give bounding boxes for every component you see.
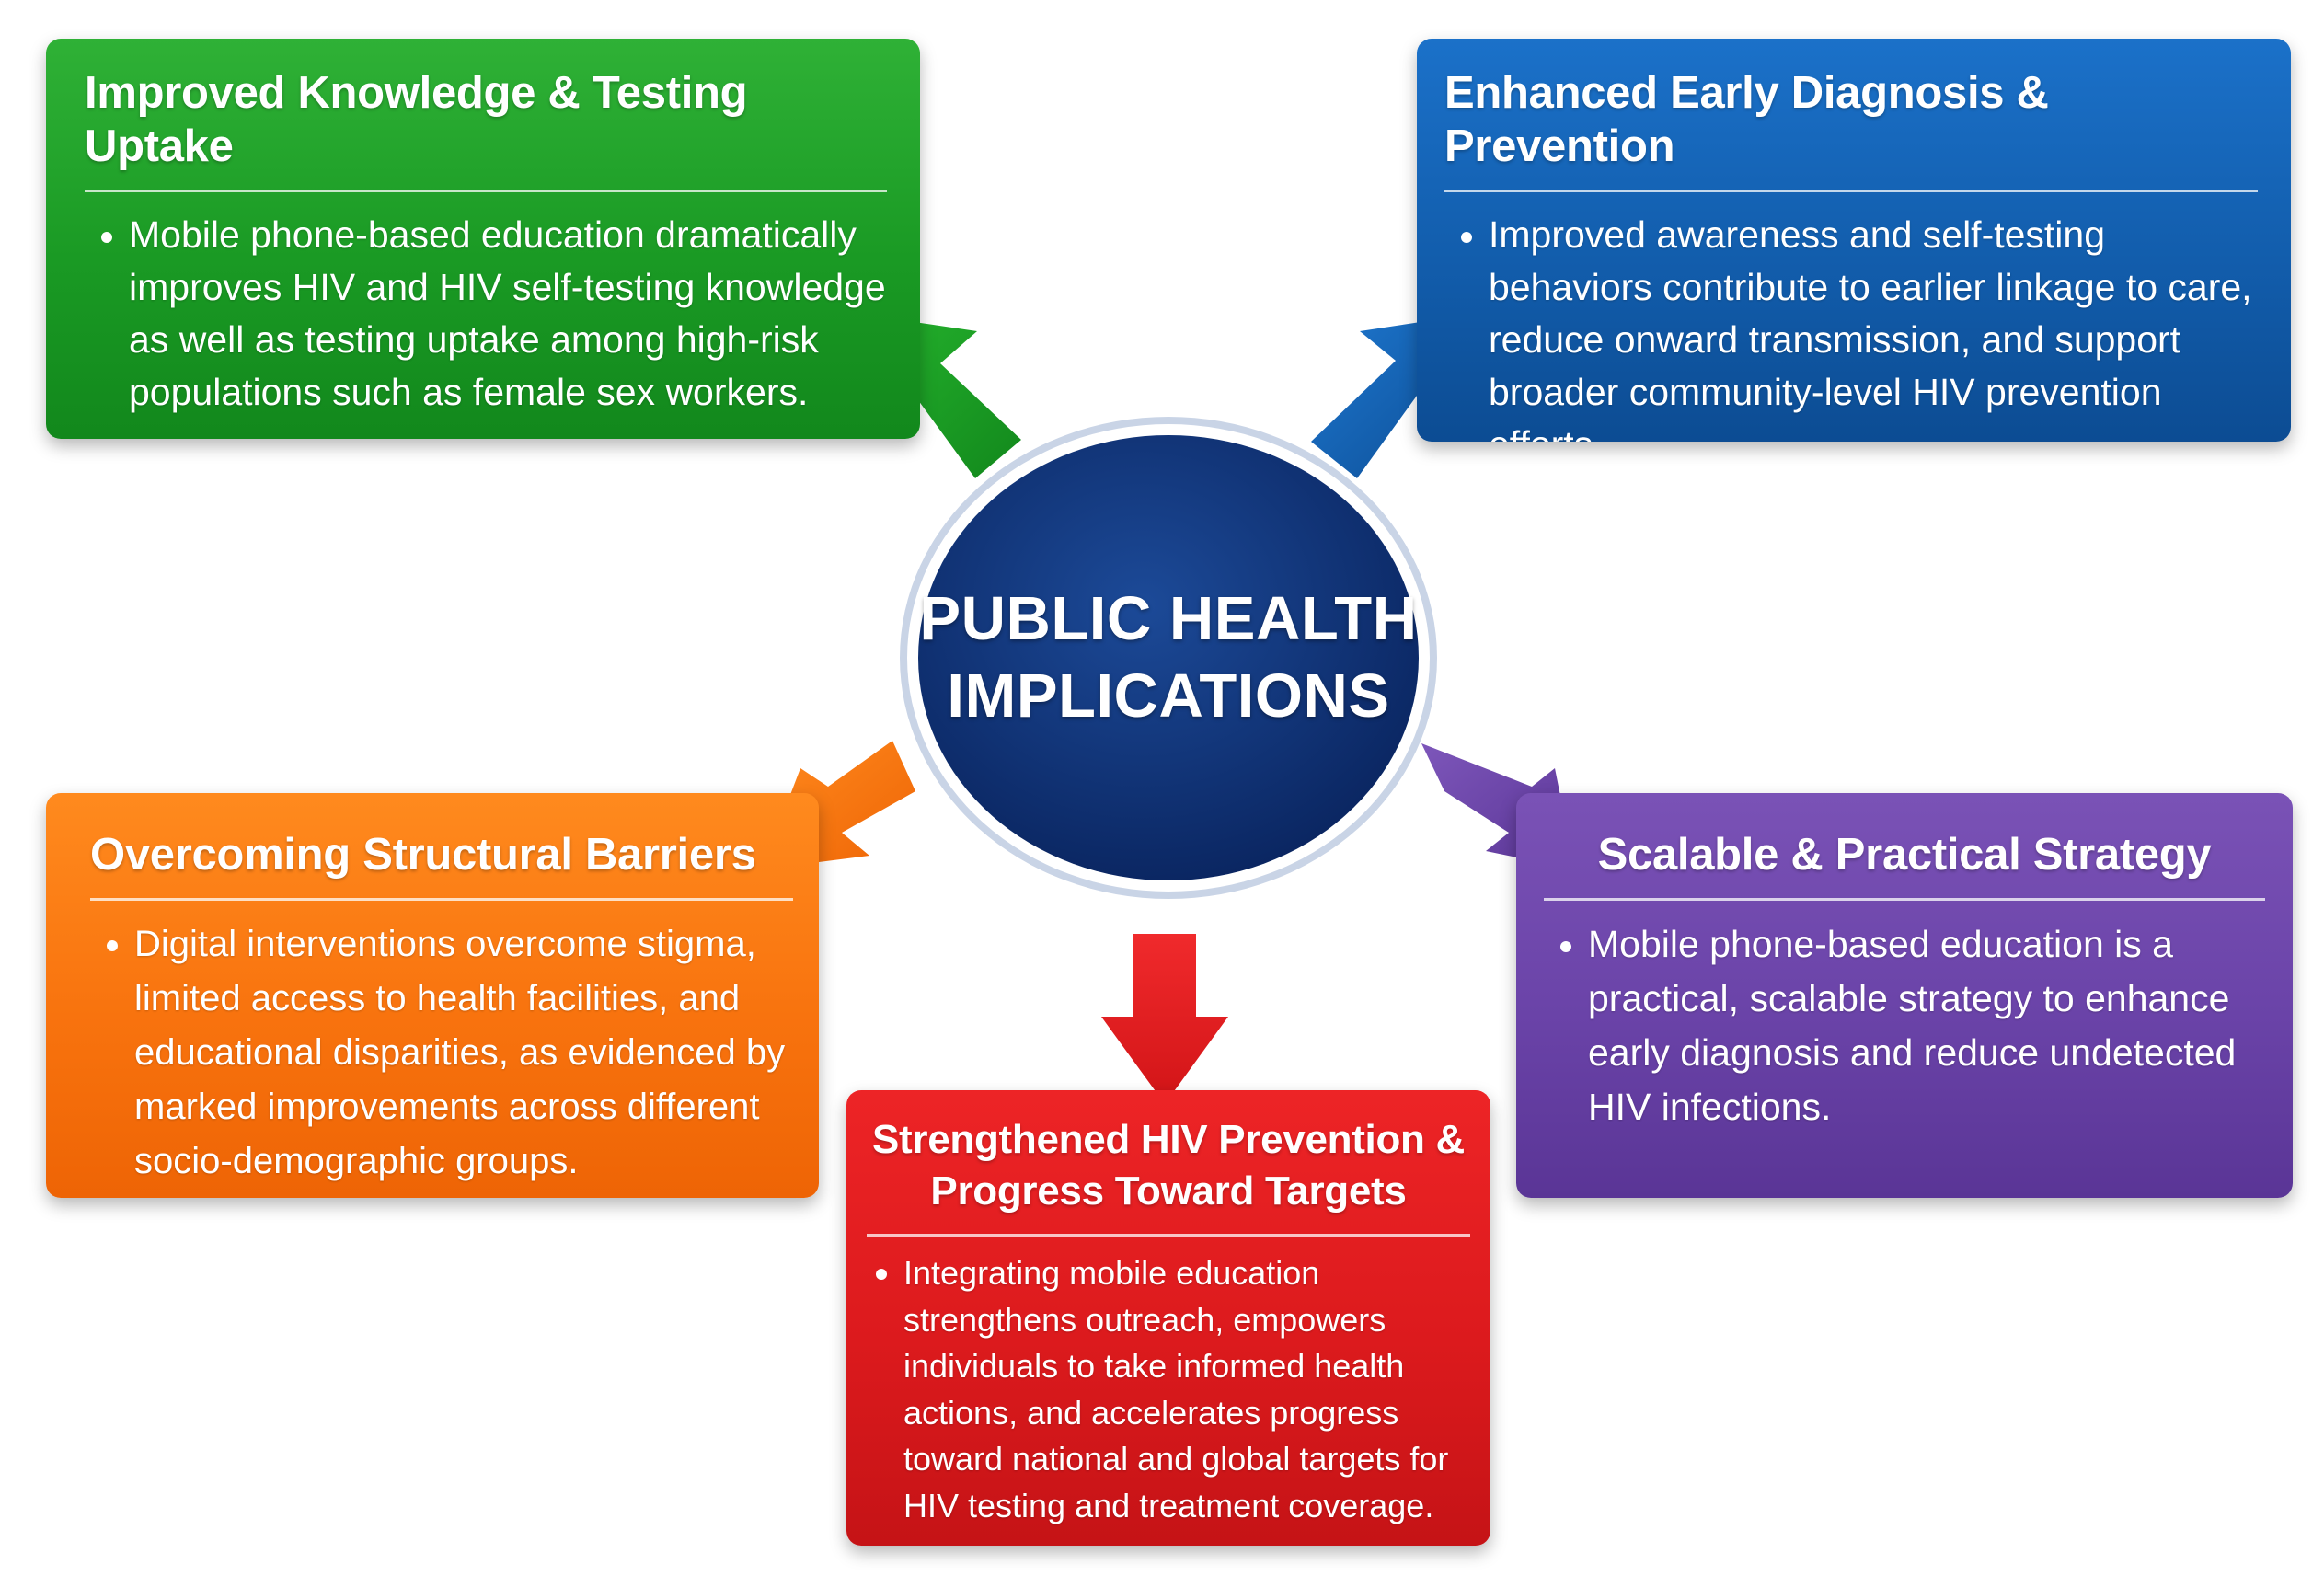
bullet-list: Improved awareness and self-testing beha… bbox=[1444, 209, 2258, 442]
bullet-item: Improved awareness and self-testing beha… bbox=[1489, 209, 2258, 442]
arrow-to-prevention bbox=[1101, 934, 1228, 1104]
card-title: Scalable & Practical Strategy bbox=[1544, 828, 2265, 901]
center-circle-shape bbox=[900, 417, 1437, 899]
bullet-list: Mobile phone-based education dramaticall… bbox=[85, 209, 887, 419]
card-hiv-prevention: Strengthened HIV Prevention & Progress T… bbox=[846, 1090, 1490, 1546]
card-title: Enhanced Early Diagnosis & Prevention bbox=[1444, 66, 2258, 192]
card-knowledge-testing: Improved Knowledge & Testing Uptake Mobi… bbox=[46, 39, 920, 439]
bullet-list: Integrating mobile education strengthens… bbox=[867, 1249, 1470, 1529]
card-title: Improved Knowledge & Testing Uptake bbox=[85, 66, 887, 192]
bullet-list: Digital interventions overcome stigma, l… bbox=[90, 917, 793, 1189]
center-title: PUBLIC HEALTH IMPLICATIONS bbox=[919, 584, 1418, 730]
bullet-list: Mobile phone-based education is a practi… bbox=[1544, 917, 2265, 1134]
card-title: Strengthened HIV Prevention & Progress T… bbox=[867, 1114, 1470, 1237]
card-title: Overcoming Structural Barriers bbox=[90, 828, 793, 901]
bullet-item: Digital interventions overcome stigma, l… bbox=[134, 917, 793, 1189]
bullet-item: Mobile phone-based education dramaticall… bbox=[129, 209, 887, 419]
card-structural-barriers: Overcoming Structural Barriers Digital i… bbox=[46, 793, 819, 1198]
bullet-item: Integrating mobile education strengthens… bbox=[903, 1249, 1470, 1529]
center-circle: PUBLIC HEALTH IMPLICATIONS bbox=[897, 414, 1440, 902]
card-scalable-strategy: Scalable & Practical Strategy Mobile pho… bbox=[1516, 793, 2293, 1198]
card-early-diagnosis: Enhanced Early Diagnosis & Prevention Im… bbox=[1417, 39, 2291, 442]
bullet-item: Mobile phone-based education is a practi… bbox=[1588, 917, 2265, 1134]
